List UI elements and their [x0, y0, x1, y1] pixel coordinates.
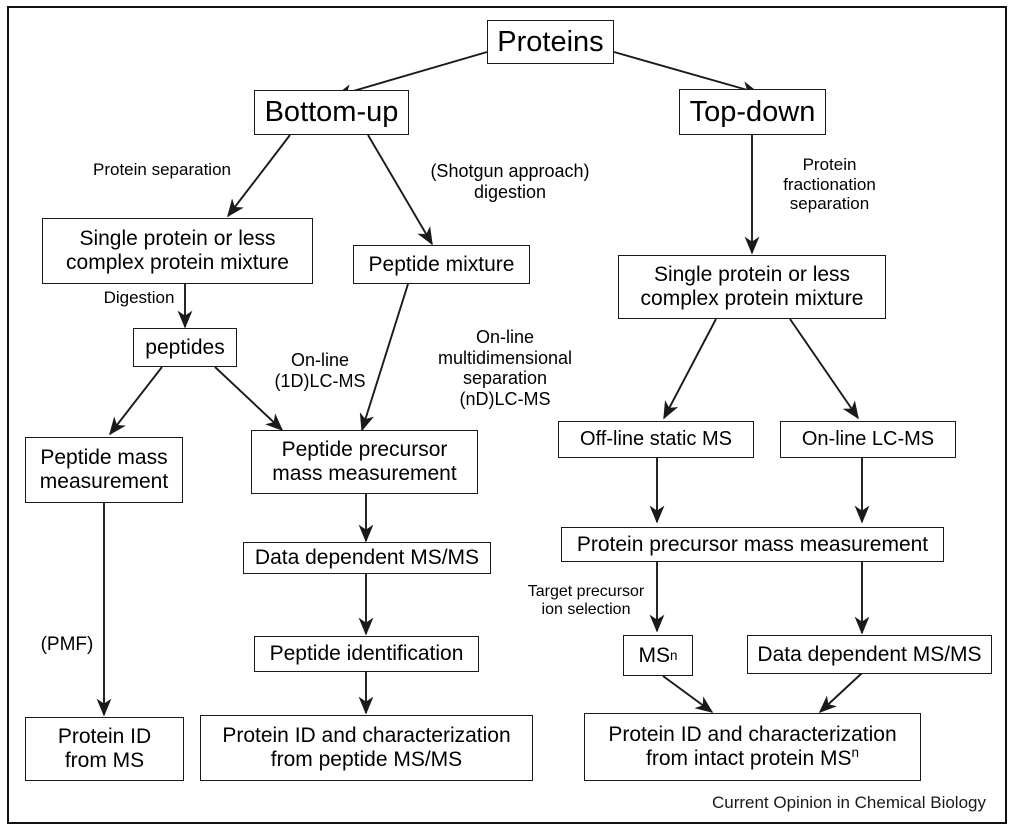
- msn-base: MS: [638, 643, 671, 667]
- edge-label-online-1d-lcms: On-line (1D)LC-MS: [274, 350, 366, 391]
- node-bu-peptide-mixture[interactable]: Peptide mixture: [353, 245, 530, 284]
- node-td-online-lc-ms[interactable]: On-line LC-MS: [780, 421, 956, 458]
- td-result-line-2-text: from intact protein MS: [646, 747, 852, 770]
- node-td-protein-precursor-mass[interactable]: Protein precursor mass measurement: [561, 527, 944, 562]
- td-result-superscript: n: [851, 745, 859, 760]
- node-td-protein-id-characterization[interactable]: Protein ID and characterization from int…: [584, 713, 921, 781]
- node-bottom-up[interactable]: Bottom-up: [254, 90, 409, 135]
- edge-label-protein-separation: Protein separation: [93, 160, 231, 179]
- node-bu-peptide-precursor-mass[interactable]: Peptide precursor mass measurement: [251, 430, 478, 494]
- node-bu-data-dependent-msms[interactable]: Data dependent MS/MS: [243, 542, 491, 574]
- td-result-line-2: from intact protein MSn: [646, 745, 859, 771]
- edge-label-digestion: Digestion: [103, 288, 175, 307]
- node-top-down[interactable]: Top-down: [679, 89, 826, 135]
- edge-label-shotgun-digestion: (Shotgun approach) digestion: [430, 161, 590, 202]
- node-bu-peptide-identification[interactable]: Peptide identification: [254, 636, 479, 672]
- edge-label-online-nd-lcms: On-line multidimensional separation (nD)…: [437, 327, 573, 410]
- node-td-offline-static-ms[interactable]: Off-line static MS: [558, 421, 754, 458]
- td-result-line-1: Protein ID and characterization: [608, 723, 897, 747]
- node-bu-protein-id-from-ms[interactable]: Protein ID from MS: [25, 717, 184, 781]
- node-bu-peptides[interactable]: peptides: [133, 328, 237, 367]
- node-td-single-protein[interactable]: Single protein or less complex protein m…: [618, 255, 886, 319]
- edge-label-protein-fractionation: Protein fractionation separation: [783, 155, 876, 214]
- node-bu-peptide-mass-measurement[interactable]: Peptide mass measurement: [25, 437, 183, 503]
- node-bu-single-protein[interactable]: Single protein or less complex protein m…: [42, 218, 313, 284]
- edge-label-target-precursor-ion-selection: Target precursor ion selection: [527, 583, 645, 619]
- figure-credit: Current Opinion in Chemical Biology: [711, 793, 986, 812]
- edge-label-pmf: (PMF): [40, 634, 94, 655]
- node-bu-protein-id-characterization[interactable]: Protein ID and characterization from pep…: [200, 715, 533, 781]
- node-td-data-dependent-msms[interactable]: Data dependent MS/MS: [747, 635, 992, 674]
- figure-border: [7, 6, 1007, 824]
- node-proteins[interactable]: Proteins: [487, 20, 614, 64]
